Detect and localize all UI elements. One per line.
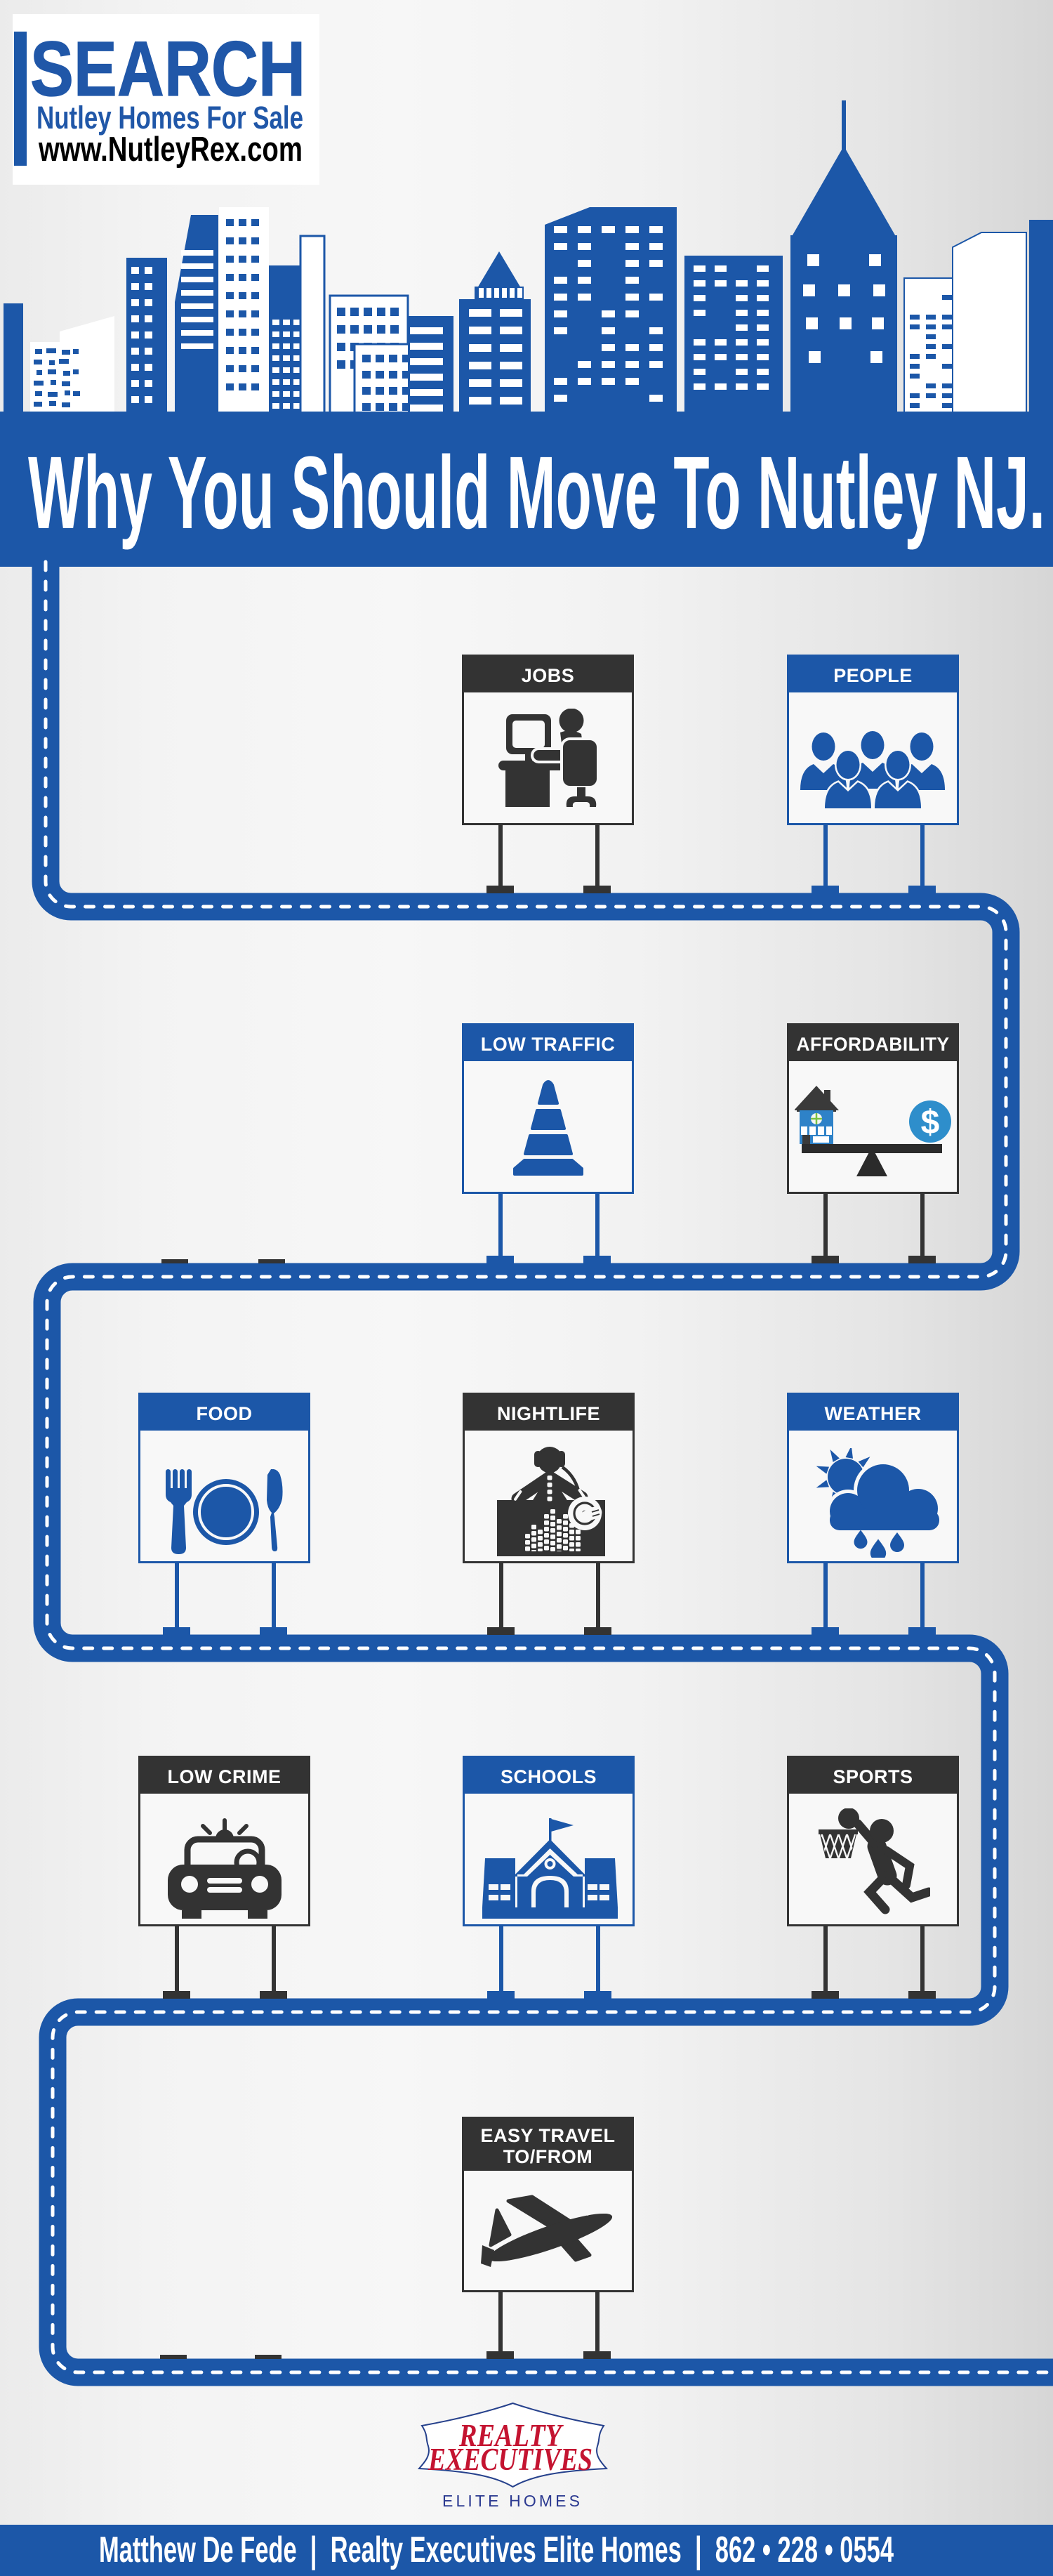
svg-text:Matthew De Fede | Realty Exe: Matthew De Fede | Realty Executives Elit…: [99, 2530, 894, 2570]
svg-text:SEARCH: SEARCH: [30, 26, 305, 112]
svg-text:TO/FROM: TO/FROM: [503, 2146, 593, 2167]
svg-text:EXECUTIVES: EXECUTIVES: [428, 2442, 592, 2477]
svg-text:AFFORDABILITY: AFFORDABILITY: [797, 1034, 950, 1055]
svg-text:FOOD: FOOD: [197, 1403, 253, 1424]
svg-text:ELITE HOMES: ELITE HOMES: [442, 2492, 580, 2510]
svg-text:LOW TRAFFIC: LOW TRAFFIC: [481, 1034, 615, 1055]
svg-text:LOW CRIME: LOW CRIME: [168, 1766, 282, 1787]
svg-text:SCHOOLS: SCHOOLS: [501, 1766, 597, 1787]
svg-text:Why You Should Move To Nutley: Why You Should Move To Nutley NJ.: [28, 435, 1045, 551]
svg-text:SPORTS: SPORTS: [833, 1766, 913, 1787]
svg-text:REALTY: REALTY: [458, 2418, 564, 2453]
svg-text:$: $: [921, 1104, 940, 1141]
svg-text:www.NutleyRex.com: www.NutleyRex.com: [38, 130, 303, 169]
svg-text:NIGHTLIFE: NIGHTLIFE: [497, 1403, 600, 1424]
svg-text:Nutley Homes For Sale: Nutley Homes For Sale: [37, 100, 303, 136]
svg-text:PEOPLE: PEOPLE: [833, 665, 913, 686]
svg-text:EASY TRAVEL: EASY TRAVEL: [480, 2125, 615, 2146]
svg-text:JOBS: JOBS: [522, 665, 575, 686]
svg-text:WEATHER: WEATHER: [825, 1403, 922, 1424]
